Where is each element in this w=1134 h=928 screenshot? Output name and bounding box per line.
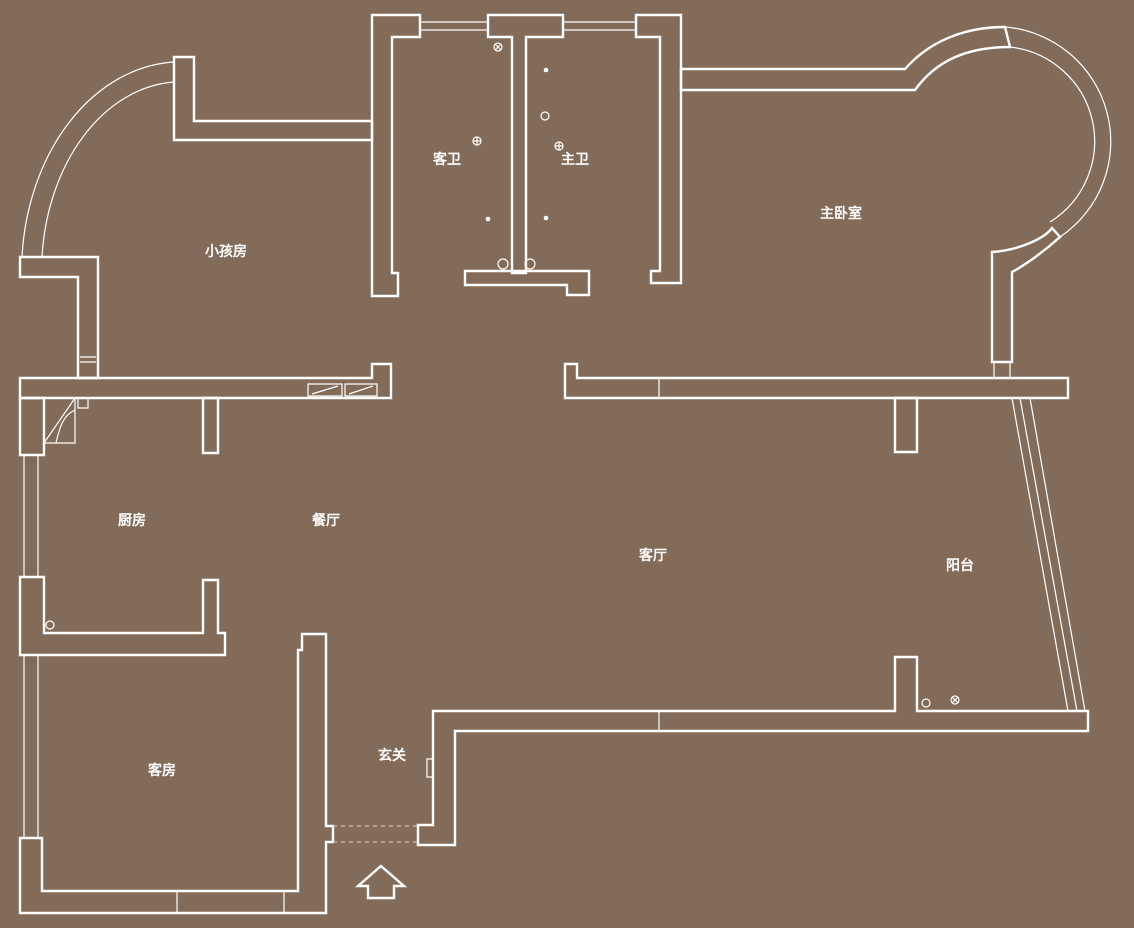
label-living: 客厅 <box>638 547 667 564</box>
guest-room-walls <box>18 632 418 915</box>
kitchen-walls <box>18 396 227 838</box>
label-kids-room: 小孩房 <box>205 243 247 260</box>
label-master-bath: 主卫 <box>561 151 589 168</box>
label-guest-bath: 客卫 <box>432 151 461 168</box>
label-master-bedroom: 主卧室 <box>820 205 862 222</box>
label-entrance: 玄关 <box>378 747 406 764</box>
balcony-glass <box>1011 397 1086 712</box>
central-walls <box>18 362 1070 455</box>
label-dining: 餐厅 <box>311 512 340 529</box>
bathroom-walls <box>370 13 683 298</box>
master-bedroom-walls <box>679 25 1112 378</box>
label-balcony: 阳台 <box>946 557 974 574</box>
up-arrow-icon <box>354 864 408 900</box>
kids-room-walls <box>18 55 374 380</box>
entrance-walls <box>416 655 1090 847</box>
label-kitchen: 厨房 <box>118 512 146 529</box>
label-guest-room: 客房 <box>147 762 176 779</box>
